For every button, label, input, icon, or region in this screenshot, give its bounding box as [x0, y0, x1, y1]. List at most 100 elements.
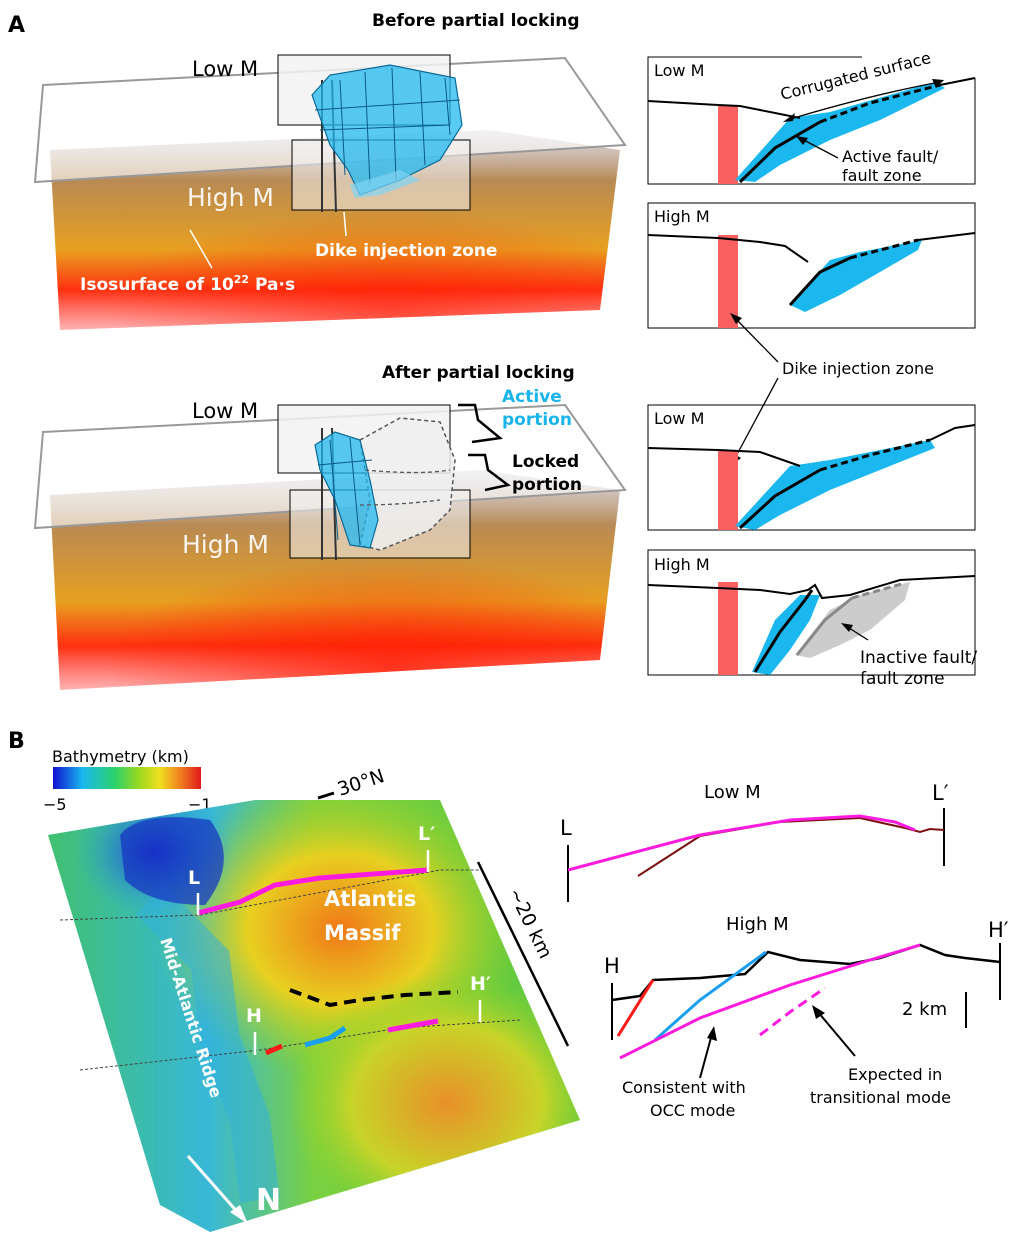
fault-trace [788, 256, 851, 307]
lat-tick [317, 791, 335, 800]
iso-label: Isosurface of 1022 Pa·s [80, 273, 295, 295]
massif-label-2: Massif [324, 921, 401, 945]
profile-l-prime: L′ [932, 781, 949, 805]
section-box [647, 202, 976, 329]
map-fault-red [264, 1043, 284, 1056]
profile-l: L [560, 816, 572, 840]
colorbar-gradient [53, 767, 201, 789]
active-fault-label-2: fault zone [842, 166, 922, 185]
inactive-corrugated-trace [851, 581, 906, 600]
consistent-label-2: OCC mode [650, 1101, 735, 1120]
bathymetry-map: L L′ H H′ Atlantis Massif Mid-Atlantic R… [48, 765, 580, 1232]
expected-label-1: Expected in [848, 1065, 942, 1084]
section-2: High M [647, 202, 976, 329]
fault-trace [738, 120, 821, 184]
scale-bar [476, 861, 570, 1047]
profile-scale-label: 2 km [902, 999, 947, 1020]
section-4: High M Inactive fault/ fault zone [647, 549, 977, 689]
consistent-label-1: Consistent with [622, 1078, 746, 1097]
high-m-label: High M [182, 530, 269, 559]
dike-leader [733, 377, 779, 461]
seafloor-line [647, 100, 801, 119]
inactive-fault-label-1: Inactive fault/ [860, 648, 977, 668]
corrugated-trace [849, 238, 919, 260]
map-fault-dashed [289, 988, 459, 1008]
seafloor-right [929, 424, 976, 441]
fault-trace [738, 468, 821, 530]
low-m-label: Low M [192, 57, 258, 81]
dike-callout: Dike injection zone [730, 313, 934, 466]
scale-label: ~20 km [504, 885, 557, 963]
section-box [647, 549, 976, 676]
inactive-fault-label-2: fault zone [860, 669, 945, 689]
profile-high-title: High M [726, 914, 789, 935]
fault-zone [752, 595, 820, 675]
map-fault-blue [304, 1025, 347, 1048]
arrow-head [841, 623, 853, 632]
arrow-head [730, 313, 742, 324]
fault-zone [790, 240, 922, 312]
mantle-hotspot-top [50, 130, 620, 330]
locked-label-1: Locked [512, 452, 579, 472]
map-label-h: H [246, 1005, 262, 1027]
profile-h-prime: H′ [988, 918, 1009, 942]
arrow-head [796, 136, 808, 145]
dike-bar [718, 582, 738, 675]
mantle-hotspot-bottom [50, 470, 620, 690]
profile-h-expected [759, 986, 826, 1037]
fault-corrugations [317, 437, 373, 546]
high-m-label: High M [187, 183, 274, 212]
section-label: Low M [654, 61, 704, 80]
locked-label-2: portion [512, 475, 582, 495]
consistent-leader [699, 1033, 713, 1079]
active-label-2: portion [502, 410, 572, 430]
seafloor-line [647, 234, 809, 263]
map-label-l-prime: L′ [418, 823, 435, 845]
dike-label: Dike injection zone [315, 241, 497, 261]
arrow-head [707, 1026, 717, 1041]
profile-high-m: High M H H′ 2 km Consistent with OCC mod… [604, 914, 1009, 1120]
ridge-deep [120, 817, 224, 905]
section-label: High M [654, 555, 710, 574]
low-m-label: Low M [192, 399, 258, 423]
fault-lower-tail [350, 170, 420, 198]
active-bracket [458, 403, 503, 444]
profile-h: H [604, 954, 620, 978]
panel-a-bottom-title: After partial locking [382, 363, 575, 383]
seafloor-line [647, 447, 801, 467]
locked-boundary [359, 469, 451, 506]
section-label: High M [654, 207, 710, 226]
profile-low-title: Low M [704, 782, 761, 803]
profile-low-m: Low M L L′ [560, 781, 949, 902]
fault-corrugations [314, 67, 461, 186]
arrow-head [812, 1005, 825, 1019]
block-top: Low M High M Dike injection zone Isosurf… [33, 54, 627, 330]
inactive-fault-zone [795, 582, 910, 658]
dike-leader [734, 317, 779, 363]
dike-bar [718, 235, 738, 328]
lat-label: 30°N [335, 765, 387, 801]
profile-l-fault [567, 814, 916, 872]
ridge-valley [135, 885, 280, 1203]
expected-label-2: transitional mode [810, 1088, 951, 1107]
profile-h-red-fault [616, 979, 655, 1037]
active-label-1: Active [502, 387, 562, 407]
map-fault-magenta [197, 867, 429, 916]
map-label-h-prime: H′ [470, 973, 491, 995]
dike-callout-label: Dike injection zone [782, 359, 934, 378]
locked-bracket [468, 453, 511, 492]
panel-a-letter: A [8, 13, 25, 38]
fault-leader [799, 137, 839, 159]
expected-leader [817, 1011, 856, 1057]
north-label: N [256, 1183, 281, 1218]
iso-leader [189, 229, 213, 269]
seafloor-line [647, 575, 976, 600]
profile-h-magenta-fault [619, 943, 921, 1060]
dike-bar [718, 105, 738, 184]
section-box [647, 56, 976, 185]
profile-l-seafloor [637, 816, 945, 877]
fault-zone [735, 440, 935, 530]
fault-zone [735, 82, 945, 182]
north-arrow-head [230, 1205, 248, 1224]
